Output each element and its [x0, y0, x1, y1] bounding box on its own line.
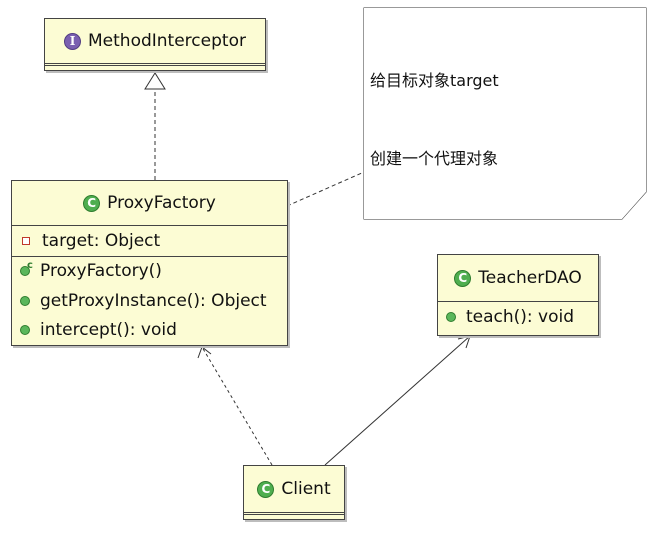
note-line: 创建一个代理对象	[370, 149, 499, 168]
operation-row[interactable]: intercept(): void	[12, 316, 287, 346]
operation-row[interactable]: c ProxyFactory()	[12, 257, 287, 287]
operation-text: teach(): void	[466, 306, 575, 327]
attribute-row[interactable]: target: Object	[12, 226, 287, 256]
method-interceptor-header: I MethodInterceptor	[45, 19, 265, 63]
public-visibility-icon	[20, 295, 30, 306]
note-anchor-line	[286, 171, 365, 207]
note-line: 给目标对象target	[370, 71, 499, 90]
operation-text: getProxyInstance(): Object	[40, 290, 267, 311]
class-icon: C	[83, 194, 101, 212]
teacher-dao-header: C TeacherDAO	[438, 255, 598, 301]
teacher-dao-name: TeacherDAO	[478, 268, 582, 288]
client-teacherdao-arrowhead	[457, 335, 471, 349]
method-interceptor-name: MethodInterceptor	[88, 31, 246, 51]
proxy-factory-box[interactable]: C ProxyFactory target: Object c ProxyFac…	[11, 180, 288, 346]
teacher-dao-divider	[438, 301, 598, 302]
proxy-factory-header: C ProxyFactory	[12, 181, 287, 225]
client-box[interactable]: C Client	[243, 465, 345, 520]
public-visibility-icon	[446, 311, 456, 322]
note-text: 给目标对象target 创建一个代理对象 重写intercept方法， 实现对代…	[370, 16, 522, 219]
realization-arrowhead	[144, 72, 166, 90]
operation-text: intercept(): void	[40, 320, 177, 341]
client-compartment-divider	[244, 512, 344, 515]
interface-icon: I	[64, 32, 82, 50]
method-interceptor-compartment-divider	[45, 63, 265, 66]
public-visibility-icon	[20, 325, 30, 336]
client-proxyfactory-arrowhead	[197, 346, 212, 359]
operation-row[interactable]: teach(): void	[438, 302, 598, 332]
proxy-factory-divider-2	[12, 255, 287, 257]
private-visibility-icon	[22, 236, 30, 245]
class-icon: C	[454, 269, 472, 287]
client-name: Client	[281, 479, 331, 499]
client-proxyfactory-dependency	[201, 346, 273, 466]
teacher-dao-box[interactable]: C TeacherDAO teach(): void	[437, 254, 599, 336]
note[interactable]: 给目标对象target 创建一个代理对象 重写intercept方法， 实现对代…	[364, 8, 646, 219]
method-interceptor-box[interactable]: I MethodInterceptor	[44, 18, 266, 71]
constructor-mark: c	[27, 260, 33, 272]
attribute-text: target: Object	[42, 230, 161, 251]
client-header: C Client	[244, 466, 344, 512]
proxy-factory-name: ProxyFactory	[107, 193, 216, 213]
client-teacherdao-association	[324, 335, 471, 466]
operation-row[interactable]: getProxyInstance(): Object	[12, 286, 287, 316]
constructor-icon: c	[20, 260, 33, 277]
operation-text: ProxyFactory()	[40, 261, 162, 282]
class-icon: C	[257, 480, 275, 498]
proxy-factory-divider-1	[12, 225, 287, 226]
